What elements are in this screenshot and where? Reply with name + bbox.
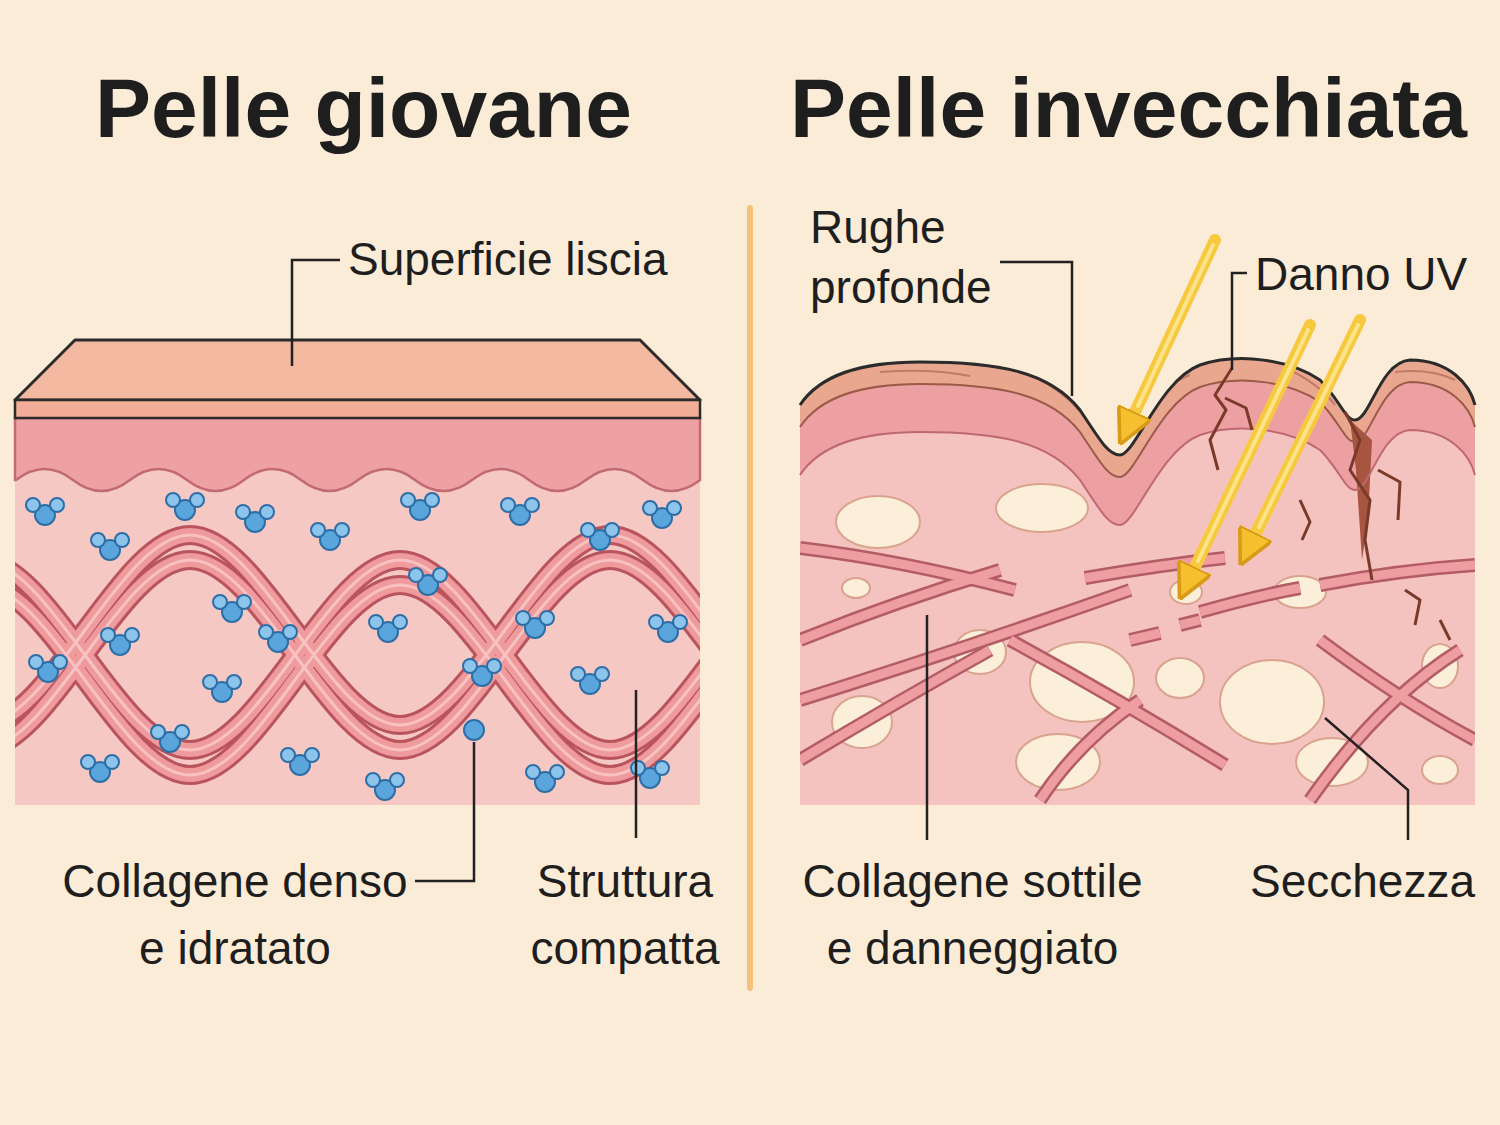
panel-divider [747,208,753,988]
collagen-fibers [15,535,700,775]
callout-label: Rughe profonde [810,198,1040,318]
callout-label: Secchezza [1250,848,1475,915]
broken-collagen [800,548,1475,800]
callout-label: Struttura compatta [505,848,745,981]
panel-heading: Pelle invecchiata [790,62,1467,154]
callout-label: Collagene denso e idratato [50,848,420,981]
cracks [1210,368,1450,640]
callout-label: Superficie liscia [348,232,668,287]
epidermis [15,418,700,491]
panel-heading: Pelle giovane [95,62,632,154]
wrinkle-lines [880,370,1455,425]
water-molecules [26,493,687,800]
leader-lines [292,260,1408,881]
layer-line [800,429,1475,525]
callout-label: Collagene sottile e danneggiato [785,848,1160,981]
young-skin-block [0,340,820,805]
skin-surface [15,340,700,400]
callout-label: Danno UV [1255,247,1467,302]
surface-band [15,400,700,418]
